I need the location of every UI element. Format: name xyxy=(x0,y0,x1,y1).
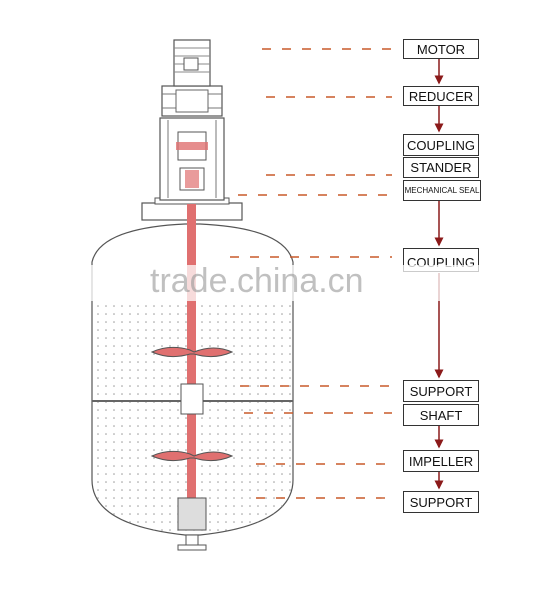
label-support-mid: SUPPORT xyxy=(403,380,479,402)
label-reducer: REDUCER xyxy=(403,86,479,106)
bottom-outlet xyxy=(185,534,199,546)
pointer-arrows xyxy=(230,48,392,499)
label-shaft: SHAFT xyxy=(403,404,479,426)
lower-impeller xyxy=(150,450,234,462)
label-stander: STANDER xyxy=(403,157,479,178)
watermark-band xyxy=(80,265,480,301)
label-motor: MOTOR xyxy=(403,39,479,59)
label-support-bottom: SUPPORT xyxy=(403,491,479,513)
middle-support xyxy=(180,383,204,415)
upper-impeller xyxy=(150,346,234,358)
label-impeller: IMPELLER xyxy=(403,450,479,472)
bottom-support xyxy=(177,497,207,531)
label-coupling-top: COUPLING xyxy=(403,134,479,156)
label-mechanical-seal: MECHANICAL SEAL xyxy=(403,180,481,201)
